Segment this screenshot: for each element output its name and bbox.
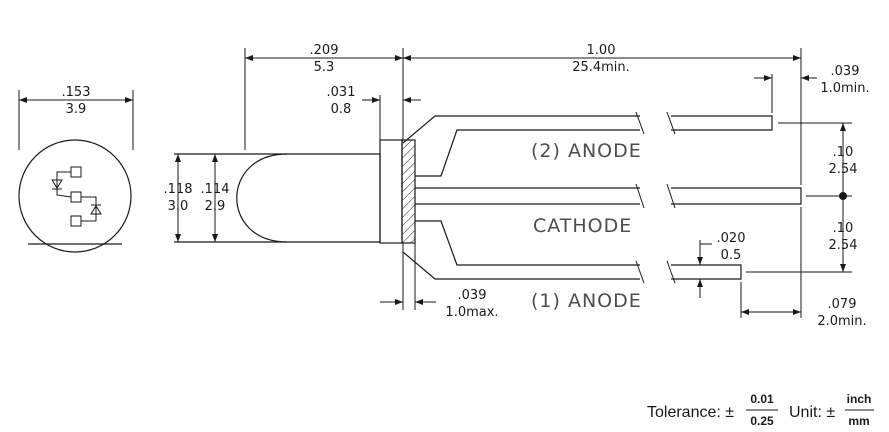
- flange-in: .031: [327, 85, 356, 100]
- cathode-label: CATHODE: [533, 215, 632, 237]
- unit-label: Unit: ±: [789, 404, 835, 421]
- tolerance-top: 0.01: [750, 392, 774, 406]
- pitch-dims: .10 2.54 .10 2.54: [746, 122, 858, 273]
- dia-a-mm: 3.0: [168, 199, 189, 214]
- tolerance-bottom: 0.25: [750, 414, 774, 428]
- led-body: [174, 139, 416, 244]
- lead-w-in: .020: [717, 231, 746, 246]
- pitch2-mm: 2.54: [829, 238, 858, 253]
- bottom-dims: .039 1.0max. .079 2.0min.: [380, 207, 867, 329]
- led-dome: [236, 153, 381, 243]
- lead-width-dim: .020 0.5: [697, 231, 745, 298]
- lead-len-mm: 25.4min.: [572, 60, 630, 75]
- step-mm: 2.0min.: [817, 314, 866, 329]
- lead-len-in: 1.00: [587, 43, 616, 58]
- led-flange: [379, 139, 403, 244]
- diode-symbol-icon: [51, 166, 102, 227]
- dia-a-in: .118: [164, 182, 193, 197]
- end-view: .153 3.9: [18, 85, 134, 253]
- tolerance-block: Tolerance: ± 0.01 0.25 Unit: ± inch mm: [647, 392, 874, 428]
- bend-mm: 1.0max.: [445, 305, 498, 320]
- body-len-in: .209: [310, 43, 339, 58]
- body-len-mm: 5.3: [314, 60, 335, 75]
- tolerance-label: Tolerance: ±: [647, 404, 734, 421]
- top-dims: .209 5.3 1.00 25.4min. .031 0.8 .039 1.0…: [244, 43, 870, 185]
- flange-mm: 0.8: [331, 102, 352, 117]
- dia-b-mm: 2.9: [205, 199, 226, 214]
- pitch2-in: .10: [833, 221, 854, 236]
- lead-end-mm: 1.0min.: [820, 81, 869, 96]
- dia-b-in: .114: [201, 182, 230, 197]
- leads: [402, 111, 802, 284]
- anode1-label: (1) ANODE: [531, 290, 642, 312]
- dia-outer-mm: 3.9: [66, 102, 87, 117]
- unit-bottom: mm: [848, 414, 869, 428]
- end-view-circle: [18, 139, 132, 253]
- pitch1-mm: 2.54: [829, 162, 858, 177]
- led-base-hatch: [401, 139, 416, 244]
- bend-in: .039: [458, 288, 487, 303]
- step-in: .079: [828, 297, 857, 312]
- unit-top: inch: [847, 392, 872, 406]
- diameter-dims: .118 3.0 .114 2.9: [164, 154, 230, 242]
- lead-end-in: .039: [831, 64, 860, 79]
- lead-w-mm: 0.5: [721, 248, 742, 263]
- pitch1-in: .10: [833, 145, 854, 160]
- dia-outer-in: .153: [62, 85, 91, 100]
- anode2-label: (2) ANODE: [531, 140, 642, 162]
